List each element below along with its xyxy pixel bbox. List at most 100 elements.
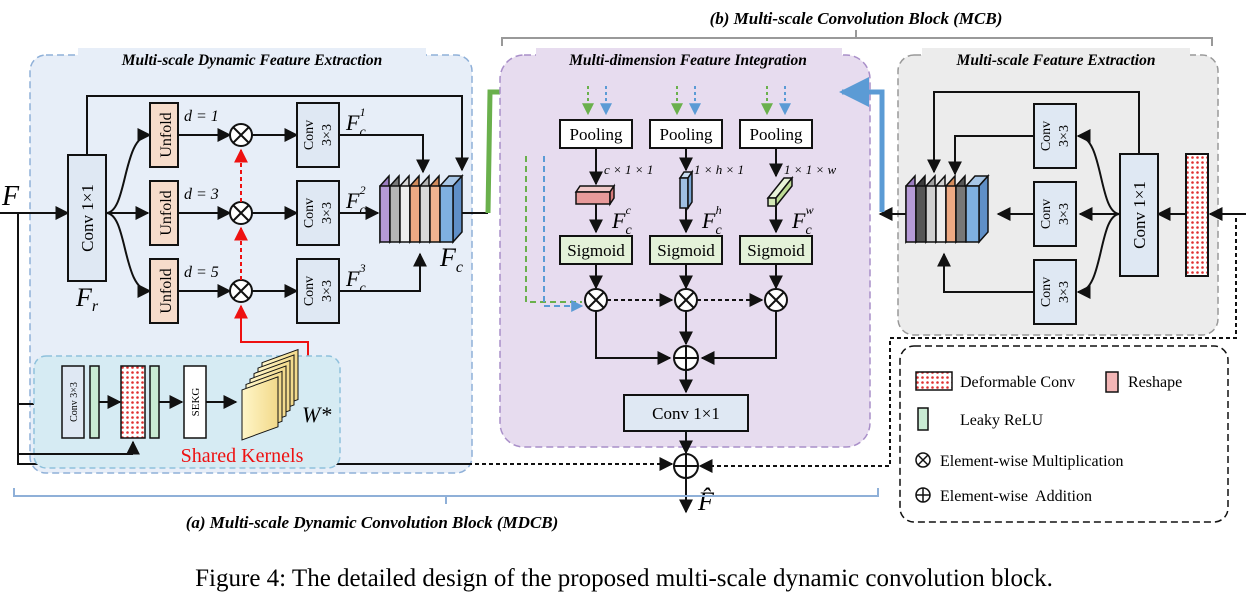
svg-text:Unfold: Unfold bbox=[158, 112, 175, 157]
msfe-conv3x3: Conv 3×3 bbox=[1033, 103, 1077, 169]
fch-label: Fch bbox=[701, 203, 722, 238]
mdcb-brace bbox=[13, 488, 879, 504]
svg-text:Conv 1×1: Conv 1×1 bbox=[652, 404, 720, 423]
w-star-label: W* bbox=[302, 402, 331, 427]
pooling-box: Pooling bbox=[559, 119, 633, 149]
svg-text:3×3: 3×3 bbox=[320, 202, 335, 224]
fcw-label: Fcw bbox=[791, 203, 814, 238]
figure-caption: Figure 4: The detailed design of the pro… bbox=[195, 565, 1053, 592]
svg-text:Conv: Conv bbox=[302, 120, 317, 150]
legend-deformable-label: Deformable Conv bbox=[960, 374, 1075, 391]
svg-text:3×3: 3×3 bbox=[320, 124, 335, 146]
legend-multiply-icon bbox=[915, 452, 931, 468]
fcc-label: Fcc bbox=[611, 203, 632, 238]
mcb-brace bbox=[501, 30, 1213, 46]
unfold-2: Unfold bbox=[149, 180, 179, 246]
conv3x3-box: Conv 3×3 bbox=[296, 102, 340, 168]
svg-text:Sigmoid: Sigmoid bbox=[567, 241, 625, 260]
input-f-label: F bbox=[1, 181, 20, 212]
dim-label-h: 1 × h × 1 bbox=[694, 162, 744, 177]
unfold-1: Unfold bbox=[149, 102, 179, 168]
feature-stack-left bbox=[379, 174, 464, 244]
skip-top-line bbox=[86, 95, 469, 172]
msfe-conv3x3: Conv 3×3 bbox=[1033, 259, 1077, 325]
weight-stack bbox=[241, 348, 299, 441]
mdfi-title: Multi-dimension Feature Integration bbox=[568, 52, 807, 69]
multiply-icon bbox=[584, 288, 608, 312]
svg-text:Conv: Conv bbox=[1039, 121, 1054, 151]
svg-text:Conv 1×1: Conv 1×1 bbox=[1130, 181, 1149, 249]
fc-label-3: Fc3 bbox=[345, 261, 366, 296]
d-label-3: d = 3 bbox=[184, 186, 219, 203]
dim-label-c: c × 1 × 1 bbox=[604, 162, 653, 177]
svg-text:3×3: 3×3 bbox=[320, 280, 335, 302]
add-icon bbox=[673, 345, 699, 371]
svg-text:3×3: 3×3 bbox=[1057, 125, 1072, 147]
multiply-icon bbox=[764, 288, 788, 312]
msfe-title: Multi-scale Feature Extraction bbox=[956, 52, 1156, 69]
conv3x3-box: Conv 3×3 bbox=[296, 258, 340, 324]
leaky-relu-block bbox=[149, 365, 160, 439]
dim-label-w: 1 × 1 × w bbox=[784, 162, 837, 177]
legend-reshape-label: Reshape bbox=[1128, 374, 1182, 391]
feature-stack-right bbox=[905, 174, 990, 244]
msdfe-conv1x1-label: Conv 1×1 bbox=[78, 184, 97, 252]
svg-text:SEKG: SEKG bbox=[190, 388, 202, 417]
svg-text:Conv: Conv bbox=[302, 198, 317, 228]
sigmoid-box: Sigmoid bbox=[559, 235, 633, 265]
d-label-1: d = 1 bbox=[184, 108, 219, 125]
output-f-hat: F̂ bbox=[697, 487, 715, 516]
fr-label: Fr bbox=[75, 283, 99, 315]
multiply-icon bbox=[229, 123, 253, 147]
pooling-box: Pooling bbox=[739, 119, 813, 149]
blue-arrow bbox=[839, 77, 885, 212]
legend-leaky-swatch bbox=[917, 407, 929, 431]
shared-kernels-label: Shared Kernels bbox=[181, 445, 304, 467]
height-attention-shape bbox=[678, 169, 694, 211]
svg-text:Unfold: Unfold bbox=[158, 190, 175, 235]
legend-mult-label: Element-wise Multiplication bbox=[940, 453, 1124, 470]
legend-deformable-swatch bbox=[915, 371, 953, 391]
multiply-icon bbox=[674, 288, 698, 312]
unfold-3: Unfold bbox=[149, 258, 179, 324]
legend-box bbox=[899, 345, 1229, 523]
svg-text:Conv: Conv bbox=[1039, 199, 1054, 229]
sekg-box: SEKG bbox=[183, 365, 207, 439]
fc-label-1: Fc1 bbox=[345, 105, 366, 140]
small-conv3x3: Conv 3×3 bbox=[61, 365, 85, 439]
multiply-icon bbox=[229, 201, 253, 225]
msfe-conv3x3: Conv 3×3 bbox=[1033, 181, 1077, 247]
svg-text:Pooling: Pooling bbox=[570, 125, 623, 144]
reshape-block bbox=[1185, 153, 1209, 277]
msdfe-title: Multi-scale Dynamic Feature Extraction bbox=[121, 52, 383, 69]
width-attention-shape bbox=[766, 175, 794, 209]
fc-label-2: Fc2 bbox=[345, 183, 366, 218]
conv3x3-box: Conv 3×3 bbox=[296, 180, 340, 246]
mdfi-conv1x1: Conv 1×1 bbox=[623, 394, 749, 432]
legend-reshape-swatch bbox=[1105, 371, 1119, 393]
multiply-icon bbox=[229, 279, 253, 303]
leaky-relu-block bbox=[89, 365, 100, 439]
deformable-conv-block bbox=[120, 365, 146, 439]
mcb-title: (b) Multi-scale Convolution Block (MCB) bbox=[710, 9, 1003, 28]
svg-text:3×3: 3×3 bbox=[1057, 203, 1072, 225]
d-label-5: d = 5 bbox=[184, 264, 219, 281]
fc-output-label: Fc bbox=[439, 243, 463, 276]
svg-text:Sigmoid: Sigmoid bbox=[747, 241, 805, 260]
svg-text:Conv: Conv bbox=[302, 276, 317, 306]
pooling-box: Pooling bbox=[649, 119, 723, 149]
svg-text:Unfold: Unfold bbox=[158, 268, 175, 313]
svg-text:Pooling: Pooling bbox=[750, 125, 803, 144]
final-add-icon bbox=[673, 453, 699, 479]
svg-text:3×3: 3×3 bbox=[1057, 281, 1072, 303]
svg-text:Sigmoid: Sigmoid bbox=[657, 241, 715, 260]
mdcb-title: (a) Multi-scale Dynamic Convolution Bloc… bbox=[186, 513, 559, 532]
sigmoid-box: Sigmoid bbox=[739, 235, 813, 265]
legend-leaky-label: Leaky ReLU bbox=[960, 412, 1044, 429]
svg-text:Conv: Conv bbox=[1039, 277, 1054, 307]
channel-attention-shape bbox=[574, 183, 616, 207]
svg-text:Pooling: Pooling bbox=[660, 125, 713, 144]
svg-text:Conv 3×3: Conv 3×3 bbox=[69, 382, 80, 422]
sigmoid-box: Sigmoid bbox=[649, 235, 723, 265]
